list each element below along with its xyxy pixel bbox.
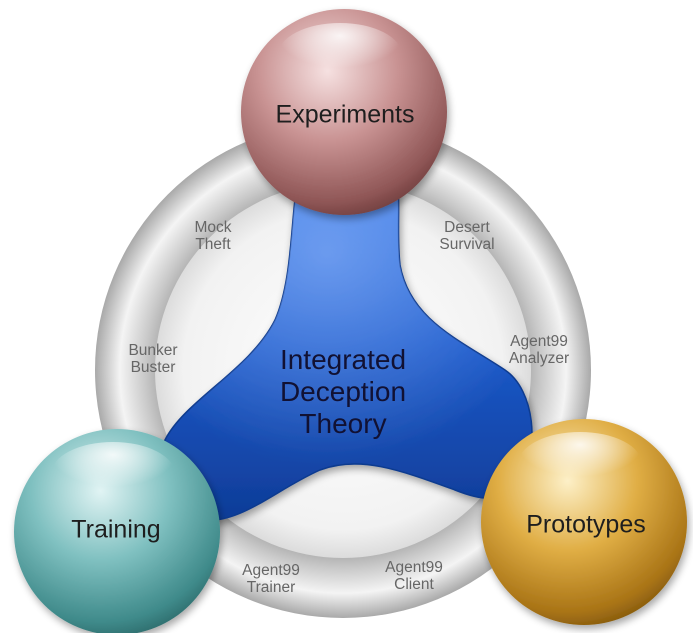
ring-label-mock-theft: Mock Theft bbox=[194, 219, 232, 254]
ring-label-bunker-buster: Bunker Buster bbox=[128, 342, 178, 377]
experiments-label: Experiments bbox=[275, 100, 415, 129]
center-title: Integrated Deception Theory bbox=[279, 344, 407, 439]
ring-label-desert-survival: Desert Survival bbox=[439, 219, 495, 254]
center-hub bbox=[158, 163, 533, 522]
experiments-sphere bbox=[241, 9, 447, 215]
ring-label-agent99-analyzer: Agent99 Analyzer bbox=[508, 333, 570, 368]
training-label: Training bbox=[71, 515, 161, 544]
ring-label-agent99-trainer: Agent99 Trainer bbox=[242, 562, 300, 597]
ring-label-agent99-client: Agent99 Client bbox=[385, 559, 443, 594]
prototypes-sphere bbox=[481, 419, 687, 625]
prototypes-label: Prototypes bbox=[526, 510, 646, 539]
training-sphere bbox=[14, 429, 220, 633]
